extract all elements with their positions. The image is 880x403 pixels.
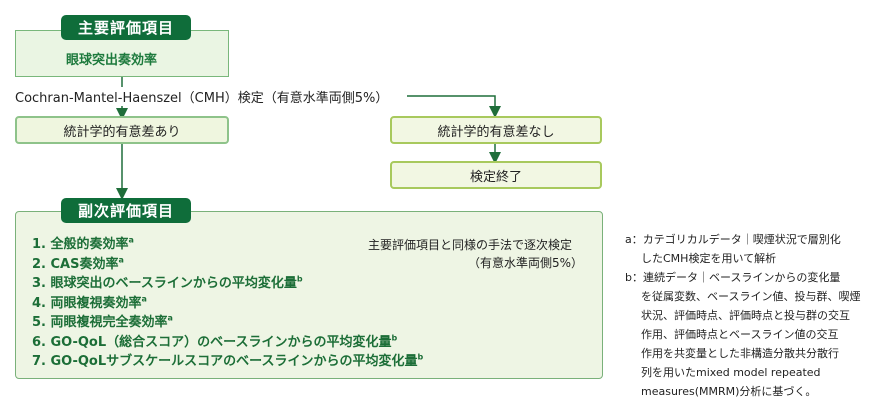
significant-label: 統計学的有意差あり <box>63 124 181 140</box>
primary-endpoint-label: 眼球突出奏効率 <box>66 53 158 68</box>
sequential-test-method: 主要評価項目と同様の手法で逐次検定 <box>368 238 573 252</box>
footnote-b-line: を従属変数、ベースライン値、投与群、喫煙 <box>641 290 861 303</box>
sequential-test-significance: （有意水準両側5%） <box>468 256 584 270</box>
list-item: 4. 両眼複視奏効率a <box>32 292 423 312</box>
secondary-item-text: 7. GO-QoLサブスケールスコアのベースラインからの平均変化量 <box>32 354 418 369</box>
footnote-marker: a <box>128 235 134 245</box>
secondary-badge-label: 副次評価項目 <box>77 202 174 220</box>
secondary-endpoints-box <box>15 211 603 379</box>
footnote-b-line: 状況、評価時点、評価時点と投与群の交互 <box>641 309 850 322</box>
test-end-box: 検定終了 <box>390 161 602 189</box>
footnotes: a：カテゴリカルデータ｜喫煙状況で層別化 したCMH検定を用いて解析 b：連続デ… <box>625 230 860 401</box>
footnote-b-line: 作用を共変量とした非構造分散共分散行 <box>641 347 839 360</box>
secondary-item-text: 4. 両眼複視奏効率 <box>32 295 142 311</box>
footnote-marker: b <box>296 274 303 284</box>
footnote-marker: a <box>167 313 173 323</box>
footnote-marker: b <box>417 352 424 362</box>
significant-box: 統計学的有意差あり <box>15 116 229 144</box>
footnote-a-line: したCMH検定を用いて解析 <box>641 252 777 265</box>
footnote-a-line: a：カテゴリカルデータ｜喫煙状況で層別化 <box>625 233 841 246</box>
primary-endpoint-badge: 主要評価項目 <box>61 15 191 40</box>
list-item: 6. GO-QoL（総合スコア）のベースラインからの平均変化量b <box>32 331 423 351</box>
secondary-endpoint-badge: 副次評価項目 <box>61 198 191 223</box>
list-item: 2. CAS奏効率a <box>32 253 423 273</box>
footnote-b-line: 作用、評価時点とベースライン値の交互 <box>641 328 839 341</box>
not-significant-box: 統計学的有意差なし <box>390 116 602 144</box>
footnote-marker: b <box>391 333 398 343</box>
list-item: 1. 全般的奏効率a <box>32 233 423 253</box>
secondary-item-text: 5. 両眼複視完全奏効率 <box>32 315 168 330</box>
primary-badge-label: 主要評価項目 <box>77 19 174 37</box>
footnote-b-line: b：連続データ｜ベースラインからの変化量 <box>625 271 841 284</box>
list-item: 3. 眼球突出のベースラインからの平均変化量b <box>32 272 423 292</box>
secondary-item-text: 2. CAS奏効率 <box>32 256 119 272</box>
statistical-test-label: Cochran-Mantel-Haenszel（CMH）検定（有意水準両側5%） <box>15 87 393 106</box>
arrow-to-not-significant <box>407 95 501 118</box>
footnote-b-line: 列を用いたmixed model repeated <box>641 366 821 379</box>
list-item: 5. 両眼複視完全奏効率a <box>32 311 423 331</box>
primary-endpoint-box <box>15 30 229 77</box>
footnote-marker: a <box>118 255 124 265</box>
footnote-marker: a <box>141 294 147 304</box>
secondary-item-text: 1. 全般的奏効率 <box>32 237 129 252</box>
secondary-item-text: 3. 眼球突出のベースラインからの平均変化量 <box>32 276 297 291</box>
not-significant-label: 統計学的有意差なし <box>437 124 555 140</box>
secondary-item-text: 6. GO-QoL（総合スコア）のベースラインからの平均変化量 <box>32 334 392 350</box>
list-item: 7. GO-QoLサブスケールスコアのベースラインからの平均変化量b <box>32 350 423 370</box>
test-end-label: 検定終了 <box>469 169 522 185</box>
footnote-b-line: measures(MMRM)分析に基づく。 <box>641 385 817 398</box>
secondary-items-list: 1. 全般的奏効率a 2. CAS奏効率a 3. 眼球突出のベースラインからの平… <box>32 233 423 370</box>
